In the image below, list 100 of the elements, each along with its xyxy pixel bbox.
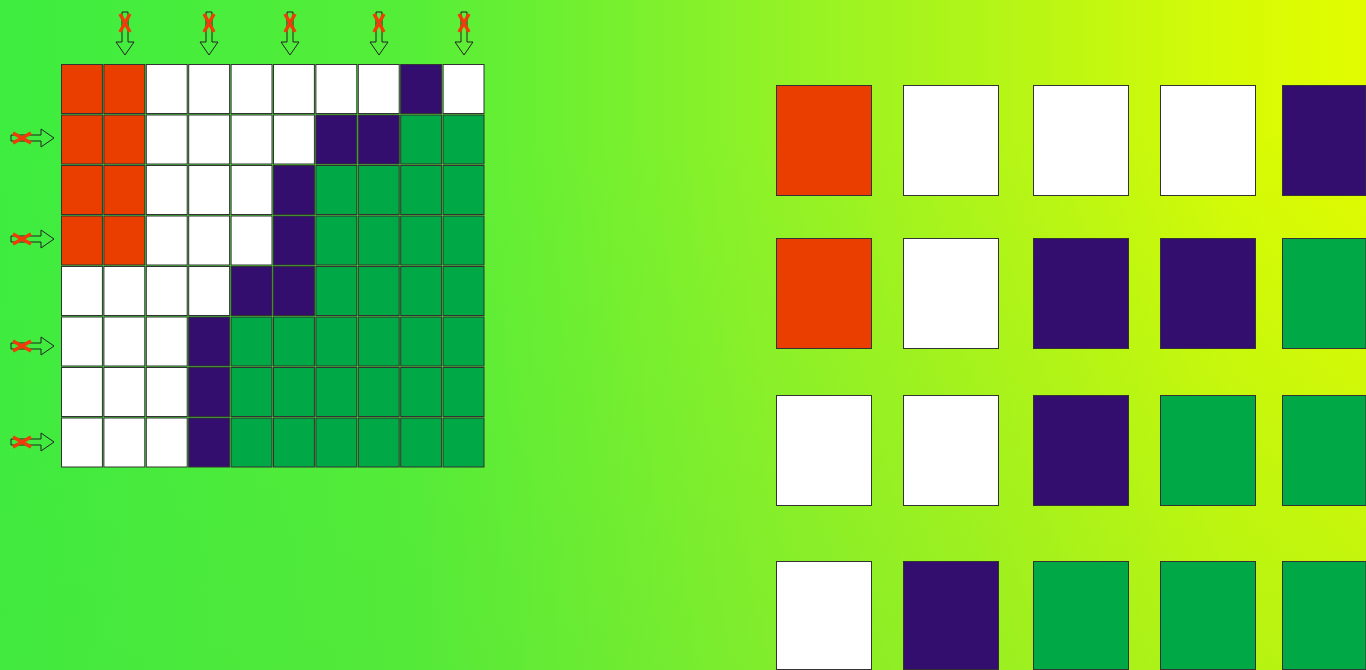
color-block [1160, 238, 1256, 349]
grid-cell [315, 215, 358, 266]
grid-cell [315, 367, 358, 417]
grid-cell [400, 417, 443, 468]
grid-cell [188, 114, 231, 165]
grid-cell [357, 316, 400, 367]
grid-cell [145, 367, 188, 417]
grid-cell [145, 114, 188, 165]
grid-cell [400, 266, 443, 316]
grid-cell [442, 417, 485, 468]
grid-cell [315, 64, 358, 114]
grid-cell [230, 114, 273, 165]
grid-cell [357, 215, 400, 266]
color-block [903, 395, 999, 506]
grid-cell [145, 64, 188, 114]
grid-cell [273, 64, 315, 114]
grid-cell [357, 367, 400, 417]
grid-cell [273, 316, 315, 367]
color-block [776, 561, 872, 670]
color-block [1033, 238, 1129, 349]
grid-cell [61, 215, 103, 266]
grid-cell [442, 266, 485, 316]
grid-cell [400, 64, 443, 114]
grid-cell [61, 316, 103, 367]
grid-cell [230, 367, 273, 417]
grid-cell [188, 417, 231, 468]
grid-cell [103, 215, 146, 266]
grid-cell [230, 316, 273, 367]
grid-cell [273, 367, 315, 417]
grid-cell [145, 316, 188, 367]
grid-cell [103, 266, 146, 316]
grid-cell [103, 114, 146, 165]
grid-cell [273, 417, 315, 468]
color-block [1282, 238, 1366, 349]
grid-cell [400, 114, 443, 165]
color-block [776, 238, 872, 349]
color-block [903, 238, 999, 349]
grid-cell [273, 215, 315, 266]
grid-cell [357, 114, 400, 165]
grid-cell [230, 165, 273, 215]
grid-cell [315, 316, 358, 367]
grid-cell [61, 367, 103, 417]
grid-cell [357, 417, 400, 468]
grid-cell [145, 165, 188, 215]
grid-cell [357, 266, 400, 316]
grid-cell [188, 215, 231, 266]
grid-cell [230, 64, 273, 114]
grid-cell [442, 64, 485, 114]
grid-cell [230, 266, 273, 316]
grid-cell [188, 64, 231, 114]
grid-cell [188, 316, 231, 367]
color-block [776, 85, 872, 196]
grid-cell [273, 114, 315, 165]
grid-cell [315, 114, 358, 165]
grid-cell [400, 367, 443, 417]
grid-cell [442, 316, 485, 367]
grid-cell [188, 266, 231, 316]
grid-cell [442, 215, 485, 266]
grid-cell [273, 266, 315, 316]
grid-cell [273, 165, 315, 215]
color-block [903, 85, 999, 196]
grid-cell [188, 367, 231, 417]
grid-cell [145, 417, 188, 468]
grid-cell [103, 417, 146, 468]
color-block [1033, 85, 1129, 196]
color-block [776, 395, 872, 506]
color-block [1282, 395, 1366, 506]
grid-cell [400, 316, 443, 367]
grid-cell [145, 266, 188, 316]
color-block [903, 561, 999, 670]
grid-cell [61, 417, 103, 468]
grid-cell [357, 64, 400, 114]
grid-cell [357, 165, 400, 215]
grid-cell [145, 215, 188, 266]
color-block [1033, 395, 1129, 506]
grid-cell [61, 165, 103, 215]
grid-cell [315, 417, 358, 468]
color-block [1160, 561, 1256, 670]
grid-cell [442, 165, 485, 215]
grid-cell [230, 417, 273, 468]
color-block [1160, 85, 1256, 196]
grid-cell [188, 165, 231, 215]
grid-cell [61, 266, 103, 316]
color-block [1282, 561, 1366, 670]
grid-cell [61, 114, 103, 165]
color-block [1160, 395, 1256, 506]
grid-cell [230, 215, 273, 266]
color-block [1033, 561, 1129, 670]
grid-cell [61, 64, 103, 114]
grid-cell [103, 64, 146, 114]
grid-cell [103, 165, 146, 215]
grid-cell [315, 165, 358, 215]
grid-cell [442, 367, 485, 417]
color-block [1282, 85, 1366, 196]
grid-cell [315, 266, 358, 316]
grid-cell [442, 114, 485, 165]
grid-cell [103, 316, 146, 367]
grid-cell [103, 367, 146, 417]
grid-cell [400, 165, 443, 215]
grid-cell [400, 215, 443, 266]
